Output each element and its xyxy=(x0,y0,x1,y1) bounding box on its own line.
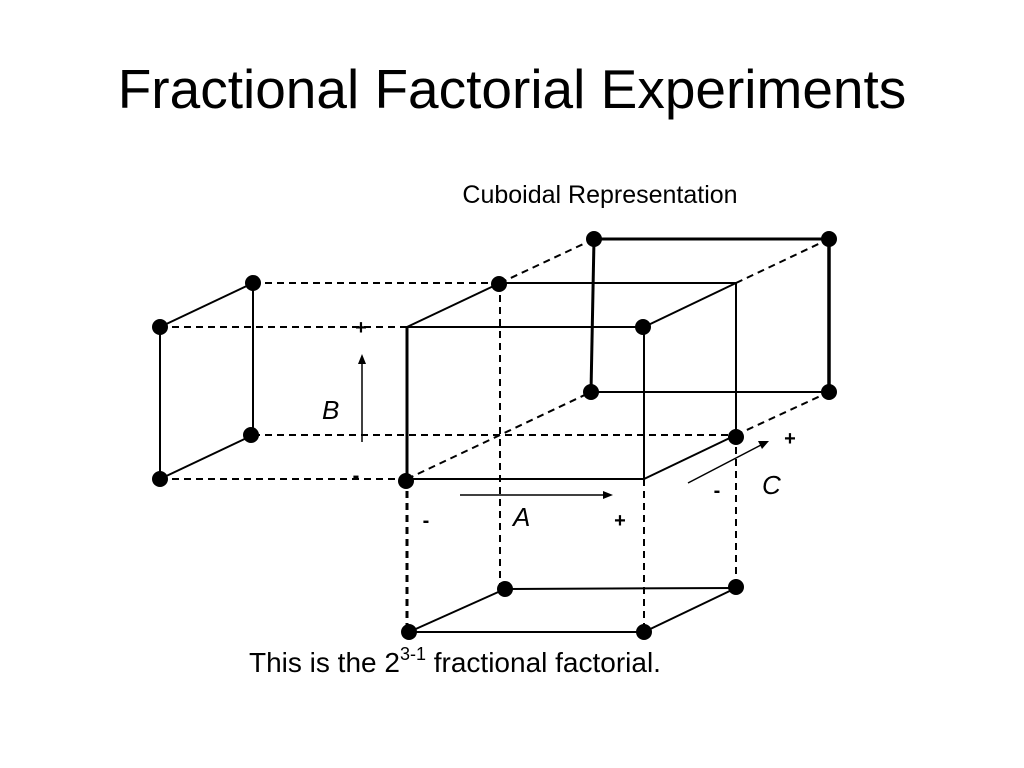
axis-b-minus: - xyxy=(353,465,360,487)
arrow-c-shaft xyxy=(687,444,762,484)
point-bottom-front-left xyxy=(401,624,417,640)
cube-top-right xyxy=(643,282,737,328)
caption-superscript: 3-1 xyxy=(400,644,426,664)
axis-c-label: C xyxy=(762,470,781,500)
cube-top-left xyxy=(406,282,501,328)
dash-back-top-right xyxy=(735,238,830,284)
cube-bottom-right xyxy=(643,434,737,480)
point-left-top-back xyxy=(245,275,261,291)
point-left-bottom-front xyxy=(152,471,168,487)
point-cube-bottom-back xyxy=(728,429,744,445)
point-back-top-left xyxy=(586,231,602,247)
axis-a-label: A xyxy=(511,502,530,532)
dash-back-top-left xyxy=(499,238,595,284)
arrow-b-head xyxy=(358,354,366,364)
point-left-top-front xyxy=(152,319,168,335)
projection-lines xyxy=(160,238,830,632)
point-cube-top-back xyxy=(491,276,507,292)
left-face-bottom xyxy=(159,434,254,480)
caption-prefix: This is the 2 xyxy=(249,647,400,678)
solid-edges xyxy=(159,237,831,633)
dash-back-bottom-left xyxy=(406,391,592,480)
point-back-top-right xyxy=(821,231,837,247)
diagram-caption: This is the 23-1 fractional factorial. xyxy=(249,644,661,678)
axis-c-plus: + xyxy=(784,428,796,450)
bottom-face-back xyxy=(504,587,737,590)
point-bottom-back-right xyxy=(728,579,744,595)
point-left-bottom-back xyxy=(243,427,259,443)
axis-arrows xyxy=(358,354,769,499)
caption-suffix: fractional factorial. xyxy=(426,647,661,678)
axis-a-plus: + xyxy=(614,510,626,532)
point-back-bottom-right xyxy=(821,384,837,400)
bottom-face-left xyxy=(408,588,506,633)
back-face-left xyxy=(589,238,596,393)
point-bottom-front-right xyxy=(636,624,652,640)
dash-back-bottom-right xyxy=(735,391,830,436)
axis-b-label: B xyxy=(322,395,339,425)
design-points xyxy=(152,231,837,640)
diagram-heading: Cuboidal Representation xyxy=(462,181,737,209)
axis-b-plus: + xyxy=(355,317,367,339)
point-cube-bottom-front xyxy=(398,473,414,489)
bottom-face-right xyxy=(643,587,737,633)
axis-labels: B + - A - + C - + xyxy=(322,317,796,532)
point-cube-top-front xyxy=(635,319,651,335)
arrow-a-head xyxy=(603,491,613,499)
point-back-bottom-left xyxy=(583,384,599,400)
slide-title: Fractional Factorial Experiments xyxy=(117,58,907,120)
axis-c-minus: - xyxy=(714,480,721,502)
point-bottom-back-left xyxy=(497,581,513,597)
axis-a-minus: - xyxy=(423,510,430,532)
arrow-c-head xyxy=(758,441,769,449)
left-face-top xyxy=(159,282,254,328)
